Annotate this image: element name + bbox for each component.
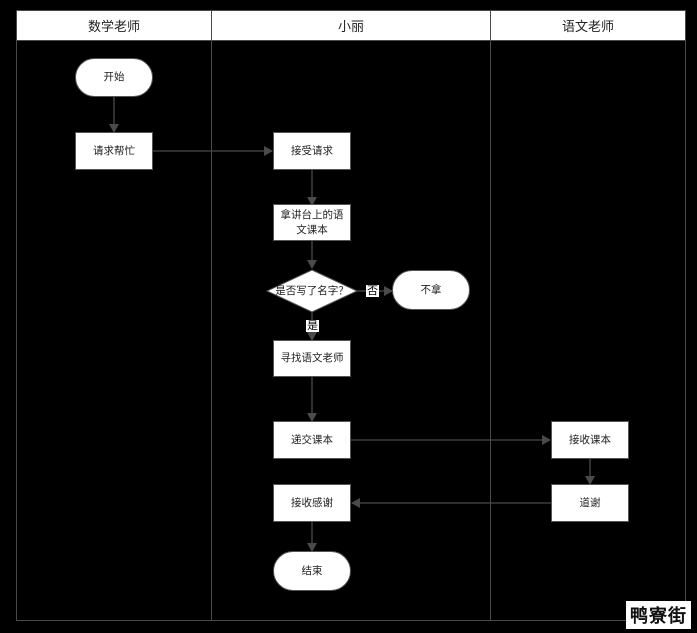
node-submit-book: 递交课本: [273, 421, 351, 459]
node-find-teacher: 寻找语文老师: [273, 340, 351, 377]
node-request-help: 请求帮忙: [75, 132, 153, 170]
node-not-take: 不拿: [392, 270, 470, 310]
lane-header-chinese-teacher: 语文老师: [490, 10, 686, 41]
edge-label-yes: 是: [306, 319, 319, 332]
node-take-book: 拿讲台上的语文课本: [273, 204, 351, 241]
node-start: 开始: [75, 58, 153, 97]
lane-header-xiaoli: 小丽: [211, 10, 491, 41]
edge-label-no: 否: [366, 284, 379, 297]
decision-diamond: [265, 269, 359, 313]
watermark-logo: 鸭寮街: [626, 601, 691, 629]
node-receive-thanks: 接收感谢: [273, 484, 351, 522]
node-decision-text: 是否写了名字？: [275, 284, 349, 297]
node-end: 结束: [273, 551, 351, 591]
node-accept-request: 接受请求: [273, 132, 351, 170]
node-thank: 道谢: [551, 484, 629, 522]
lane-header-math-teacher: 数学老师: [16, 10, 212, 41]
node-receive-book: 接收课本: [551, 421, 629, 459]
